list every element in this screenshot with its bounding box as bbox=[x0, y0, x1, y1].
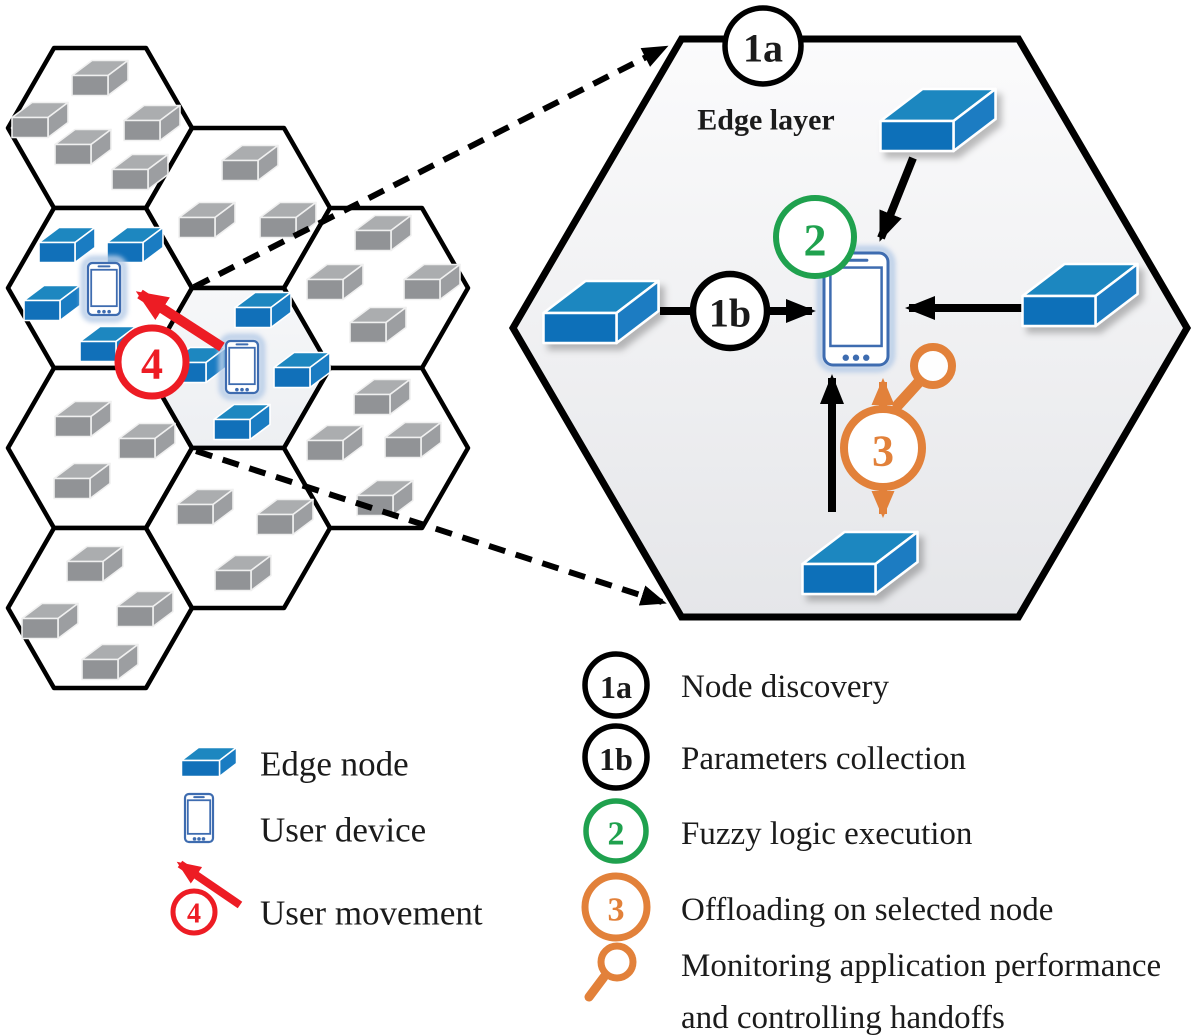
legend-1a-label: Node discovery bbox=[681, 669, 890, 705]
gray-node-box bbox=[21, 602, 79, 640]
legend-3-circle bbox=[581, 872, 651, 942]
edge-node-box bbox=[542, 279, 660, 345]
edge-node-box bbox=[106, 226, 164, 264]
legend-monitoring-label-line1: Monitoring application performance bbox=[681, 948, 1161, 984]
step-4-number: 4 bbox=[141, 340, 163, 389]
step-2-number: 2 bbox=[804, 215, 827, 266]
gray-node-box bbox=[123, 104, 181, 142]
step-3-number: 3 bbox=[872, 427, 894, 476]
user-movement-arrow bbox=[135, 289, 225, 352]
step-1a-number: 1a bbox=[743, 26, 783, 71]
edge-node-box-icon bbox=[180, 746, 238, 778]
gray-node-box bbox=[54, 400, 112, 438]
gray-node-box bbox=[221, 144, 279, 182]
gray-node-box bbox=[54, 128, 112, 166]
edge-node-box bbox=[234, 291, 292, 329]
legend-user-movement-label: User movement bbox=[260, 894, 483, 933]
step-1b-circle bbox=[689, 270, 771, 352]
legend-1b-circle bbox=[582, 723, 650, 791]
gray-node-box bbox=[306, 263, 364, 301]
legend-1b-badge: 1b bbox=[599, 741, 633, 777]
gray-node-box bbox=[53, 462, 111, 500]
user-device-phone-icon bbox=[183, 792, 215, 844]
edge-node-box bbox=[801, 530, 919, 596]
edge-node-box bbox=[273, 351, 331, 389]
gray-node-box bbox=[71, 59, 129, 97]
legend-1a-circle bbox=[582, 651, 650, 719]
legend-edge-node-label: Edge node bbox=[260, 745, 409, 784]
gray-node-box bbox=[176, 488, 234, 526]
magnifier-icon bbox=[892, 343, 956, 411]
legend-step-4-circle bbox=[170, 888, 218, 936]
edge-node-box bbox=[23, 284, 81, 322]
legend-2-badge: 2 bbox=[608, 816, 625, 853]
edge-layer-label: Edge layer bbox=[697, 104, 834, 137]
gray-node-box bbox=[259, 201, 317, 239]
gray-node-box bbox=[349, 306, 407, 344]
edge-layer-user-device bbox=[816, 245, 896, 373]
edge-node-box bbox=[879, 87, 997, 153]
gray-node-box bbox=[214, 554, 272, 592]
gray-node-box bbox=[384, 421, 442, 459]
step-3-circle bbox=[840, 405, 926, 491]
legend-3-label: Offloading on selected node bbox=[681, 892, 1053, 928]
gray-node-box bbox=[11, 101, 69, 139]
gray-node-box bbox=[353, 378, 411, 416]
zoom-connector-top bbox=[192, 45, 669, 290]
arrow-topright-node-to-device bbox=[877, 156, 917, 242]
zoom-connector-bottom bbox=[195, 448, 667, 606]
legend-right: 1a Node discovery 1b Parameters collecti… bbox=[581, 651, 1161, 1036]
legend-user-device-label: User device bbox=[260, 811, 426, 850]
legend-step-4-number: 4 bbox=[187, 899, 201, 930]
gray-node-box bbox=[403, 263, 461, 301]
gray-node-box bbox=[306, 424, 364, 462]
legend-monitoring-label-line2: and controlling handoffs bbox=[681, 1000, 1005, 1036]
legend-1b-label: Parameters collection bbox=[681, 741, 966, 777]
gray-node-box bbox=[116, 590, 174, 628]
user-device-phone bbox=[218, 333, 266, 401]
legend-magnifier-icon bbox=[584, 942, 637, 1002]
step-2-circle bbox=[773, 195, 857, 279]
gray-node-box bbox=[66, 545, 124, 583]
user-device-phone bbox=[80, 255, 128, 323]
user-device-phone bbox=[816, 245, 896, 373]
step-1a-circle bbox=[722, 5, 804, 87]
gray-node-box bbox=[81, 643, 139, 681]
step-1b-number: 1b bbox=[709, 291, 751, 336]
legend-2-label: Fuzzy logic execution bbox=[681, 816, 972, 852]
legend-user-movement-arrow-icon bbox=[176, 860, 243, 909]
user-device-phone-icon bbox=[183, 792, 215, 844]
legend-left: Edge node User device 4 User movement bbox=[170, 745, 483, 936]
honeycomb-cells bbox=[5, 45, 471, 691]
gray-node-box bbox=[354, 214, 412, 252]
edge-node-box bbox=[38, 226, 96, 264]
legend-1a-badge: 1a bbox=[600, 669, 632, 705]
gray-node-box bbox=[118, 422, 176, 460]
gray-node-box bbox=[256, 498, 314, 536]
step-4-circle bbox=[114, 324, 190, 400]
edge-layer-nodes bbox=[542, 87, 1139, 596]
legend-2-circle bbox=[583, 798, 649, 864]
edge-node-box bbox=[1021, 262, 1139, 328]
gray-node-box bbox=[111, 153, 169, 191]
edge-node-box bbox=[213, 403, 271, 441]
gray-node-box bbox=[178, 201, 236, 239]
edge-node-box-icon bbox=[180, 746, 238, 778]
legend-3-badge: 3 bbox=[608, 892, 625, 929]
